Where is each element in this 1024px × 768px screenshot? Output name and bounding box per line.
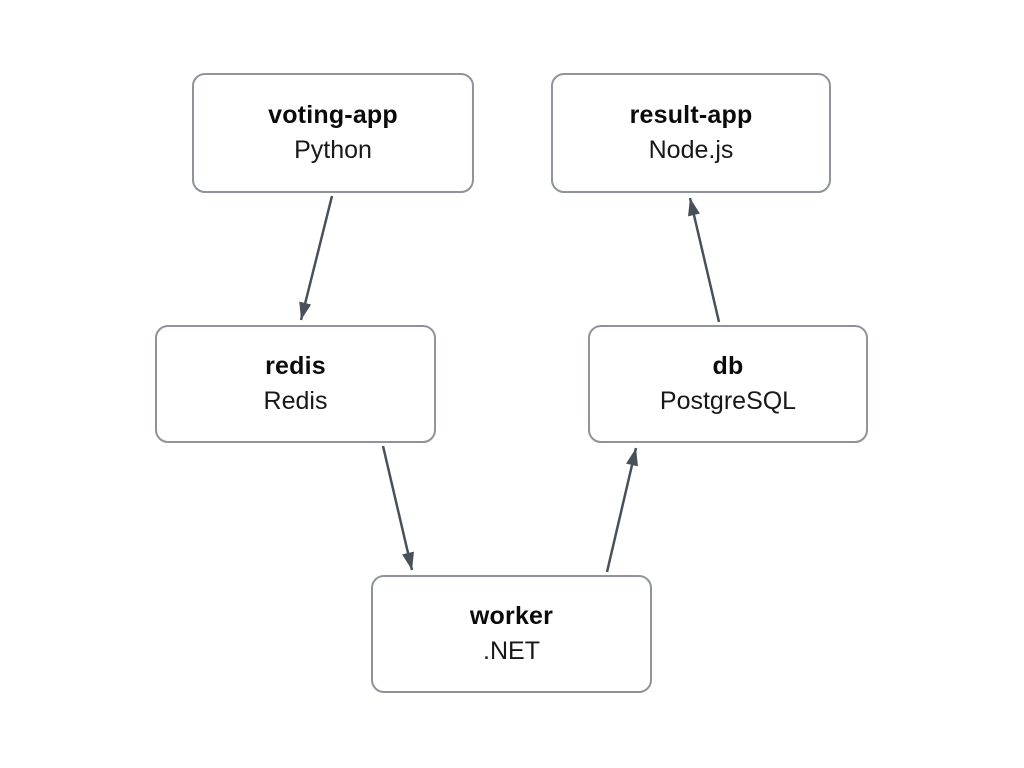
node-subtitle: Redis: [263, 387, 328, 415]
node-title: worker: [469, 602, 554, 630]
node-result-app: result-app Node.js: [551, 73, 831, 193]
node-title: db: [712, 352, 744, 380]
edge-redis-to-worker: [381, 445, 414, 571]
node-title: redis: [265, 352, 326, 380]
node-voting-app: voting-app Python: [192, 73, 474, 193]
node-redis: redis Redis: [155, 325, 436, 443]
node-title: voting-app: [268, 101, 398, 129]
node-subtitle: .NET: [483, 637, 540, 665]
node-subtitle: PostgreSQL: [659, 387, 797, 415]
edge-worker-to-db: [605, 447, 638, 573]
edge-voting-app-to-redis: [299, 195, 334, 321]
edge-db-to-result-app: [688, 197, 721, 323]
node-title: result-app: [629, 101, 753, 129]
node-subtitle: Python: [294, 136, 372, 164]
node-subtitle: Node.js: [648, 136, 734, 164]
node-worker: worker .NET: [371, 575, 652, 693]
node-db: db PostgreSQL: [588, 325, 868, 443]
